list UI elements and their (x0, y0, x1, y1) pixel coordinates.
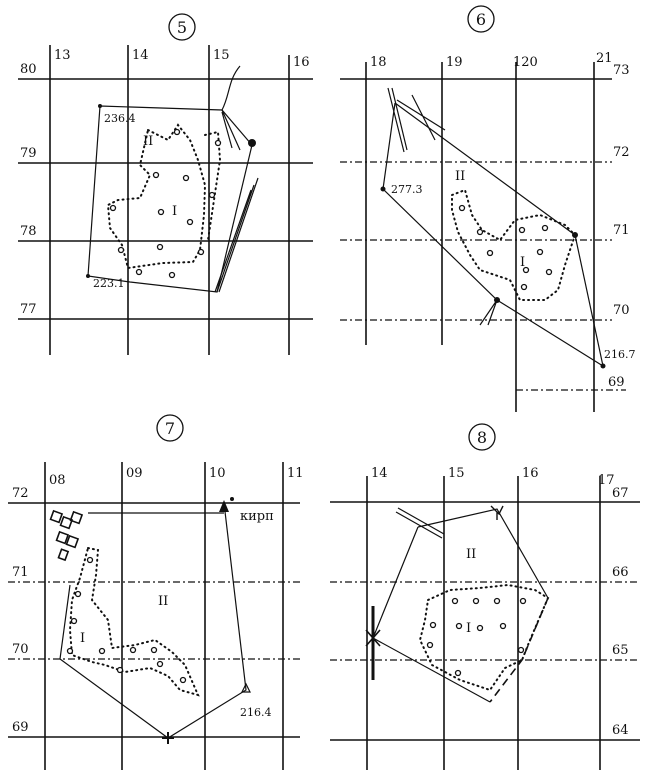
panel-5-number-circle (168, 13, 196, 41)
panel-5-benchmark-point (248, 139, 256, 147)
panel-7-wells (66, 556, 187, 684)
panel-6-zone-ii-label: II (455, 169, 465, 184)
panel-8-col-label-1: 14 (371, 466, 388, 481)
panel-5-row-label-2: 79 (20, 146, 37, 161)
panel-8-traverse-line-top (417, 508, 549, 599)
panel-8-row-label-1: 67 (612, 486, 629, 501)
panel-5-zone-i-label: I (172, 204, 177, 219)
panel-7-marker-dot (230, 497, 234, 501)
panel-7-col-label-3: 10 (209, 466, 226, 481)
panel-7-row-label-2: 71 (12, 565, 29, 580)
panel-5-road-line-1 (221, 65, 241, 111)
panel-5-zone-ii-contour (204, 130, 222, 241)
panel-8-left-station (365, 606, 381, 680)
panel-7-col-label-2: 09 (126, 466, 143, 481)
panel-6: 6 18 19 120 21 73 72 71 70 69 277.3 216.… (340, 5, 636, 412)
panel-7-row-label-4: 69 (12, 720, 29, 735)
panel-5-zone-i-contour (106, 123, 207, 270)
panel-6-col-label-1: 18 (370, 55, 387, 70)
panel-5-row-label-3: 78 (20, 224, 37, 239)
panel-7-col-label-4: 11 (287, 466, 304, 481)
panel-8-number-circle (468, 423, 496, 451)
panel-8-y-marker (490, 505, 504, 520)
panel-6-zone-i-contour (451, 188, 577, 301)
panel-8-dashed-boundary (489, 597, 549, 703)
panel-7-triangle-marker (219, 500, 229, 512)
panel-6-row-label-4: 70 (613, 303, 630, 318)
panel-8-wells (426, 597, 527, 677)
panel-6-spur-line (479, 299, 498, 326)
panel-5-point-label-2: 223.1 (93, 277, 125, 290)
panel-6-point-a (380, 186, 386, 192)
panel-7-zone-ii-label: II (158, 594, 168, 609)
panel-8-col-label-3: 16 (522, 466, 539, 481)
panel-7-traverse-line (59, 502, 247, 739)
panel-5-col-label-2: 14 (132, 48, 149, 63)
panel-6-point-c (494, 297, 500, 303)
panel-7-zone-i-label: I (80, 631, 85, 646)
panel-5-point-label-1: 236.4 (104, 112, 136, 125)
panel-7-number-circle (156, 414, 184, 442)
panel-6-traverse-line (382, 102, 604, 368)
panel-5: 5 13 14 15 16 80 79 78 77 236.4 223.1 (18, 13, 313, 355)
panel-7-point-label-1: 216.4 (240, 706, 272, 719)
panel-7-building-blocks (49, 509, 84, 562)
panel-5-row-label-4: 77 (20, 302, 37, 317)
panel-6-road-lines (387, 87, 446, 153)
panel-8-number: 8 (477, 428, 487, 447)
panel-5-wells (109, 128, 222, 279)
panel-5-zone-ii-label: II (143, 134, 153, 149)
panel-7-station-marker (162, 732, 174, 744)
panel-8-zone-i-contour (418, 583, 550, 692)
panel-5-row-label-1: 80 (20, 62, 37, 77)
panel-5-road-line-2 (214, 177, 259, 293)
panel-6-point-label-1: 277.3 (391, 183, 423, 196)
panel-7-row-label-1: 72 (12, 486, 29, 501)
panel-6-row-label-5: 69 (608, 375, 625, 390)
panel-6-col-label-3: 120 (513, 55, 538, 70)
panel-5-col-label-3: 15 (213, 48, 230, 63)
panel-7-row-label-3: 70 (12, 642, 29, 657)
panel-6-wells (458, 204, 553, 291)
panel-7-zone-i-contour (68, 546, 200, 697)
panel-6-col-label-4: 21 (596, 51, 613, 66)
panel-6-point-d (600, 363, 606, 369)
panel-8-row-label-2: 66 (612, 565, 629, 580)
panel-6-point-label-2: 216.7 (604, 348, 636, 361)
panel-8-zone-i-label: I (466, 621, 471, 636)
panel-6-row-label-3: 71 (613, 223, 630, 238)
panel-6-row-label-1: 73 (613, 63, 630, 78)
panel-7: 7 08 09 10 11 72 71 70 69 кирп 216.4 (8, 414, 304, 770)
panel-7-benchmark-triangle (241, 682, 251, 693)
panel-5-col-label-4: 16 (293, 55, 310, 70)
panel-5-col-label-1: 13 (54, 48, 71, 63)
panel-5-point-b (86, 274, 90, 278)
panel-8-zone-ii-label: II (466, 547, 476, 562)
panel-5-number: 5 (177, 18, 187, 37)
panel-5-traverse-line (87, 105, 253, 293)
panel-5-road-line-3 (221, 109, 241, 151)
panel-8-col-label-2: 15 (448, 466, 465, 481)
panel-6-number: 6 (476, 10, 486, 29)
panel-6-col-label-2: 19 (446, 55, 463, 70)
panel-7-annotation: кирп (240, 509, 274, 524)
panel-8: 8 14 15 16 17 67 66 65 64 (330, 423, 640, 770)
panel-8-road-segment (395, 507, 445, 539)
panel-8-row-label-3: 65 (612, 643, 629, 658)
panel-6-zone-i-label: I (520, 255, 525, 270)
panel-6-row-label-2: 72 (613, 145, 630, 160)
panel-8-row-label-4: 64 (612, 723, 629, 738)
panel-6-number-circle (467, 5, 495, 33)
panel-7-col-label-1: 08 (49, 473, 66, 488)
panel-7-number: 7 (165, 419, 175, 438)
panel-8-col-label-4: 17 (598, 473, 615, 488)
panel-5-point-a (98, 104, 102, 108)
